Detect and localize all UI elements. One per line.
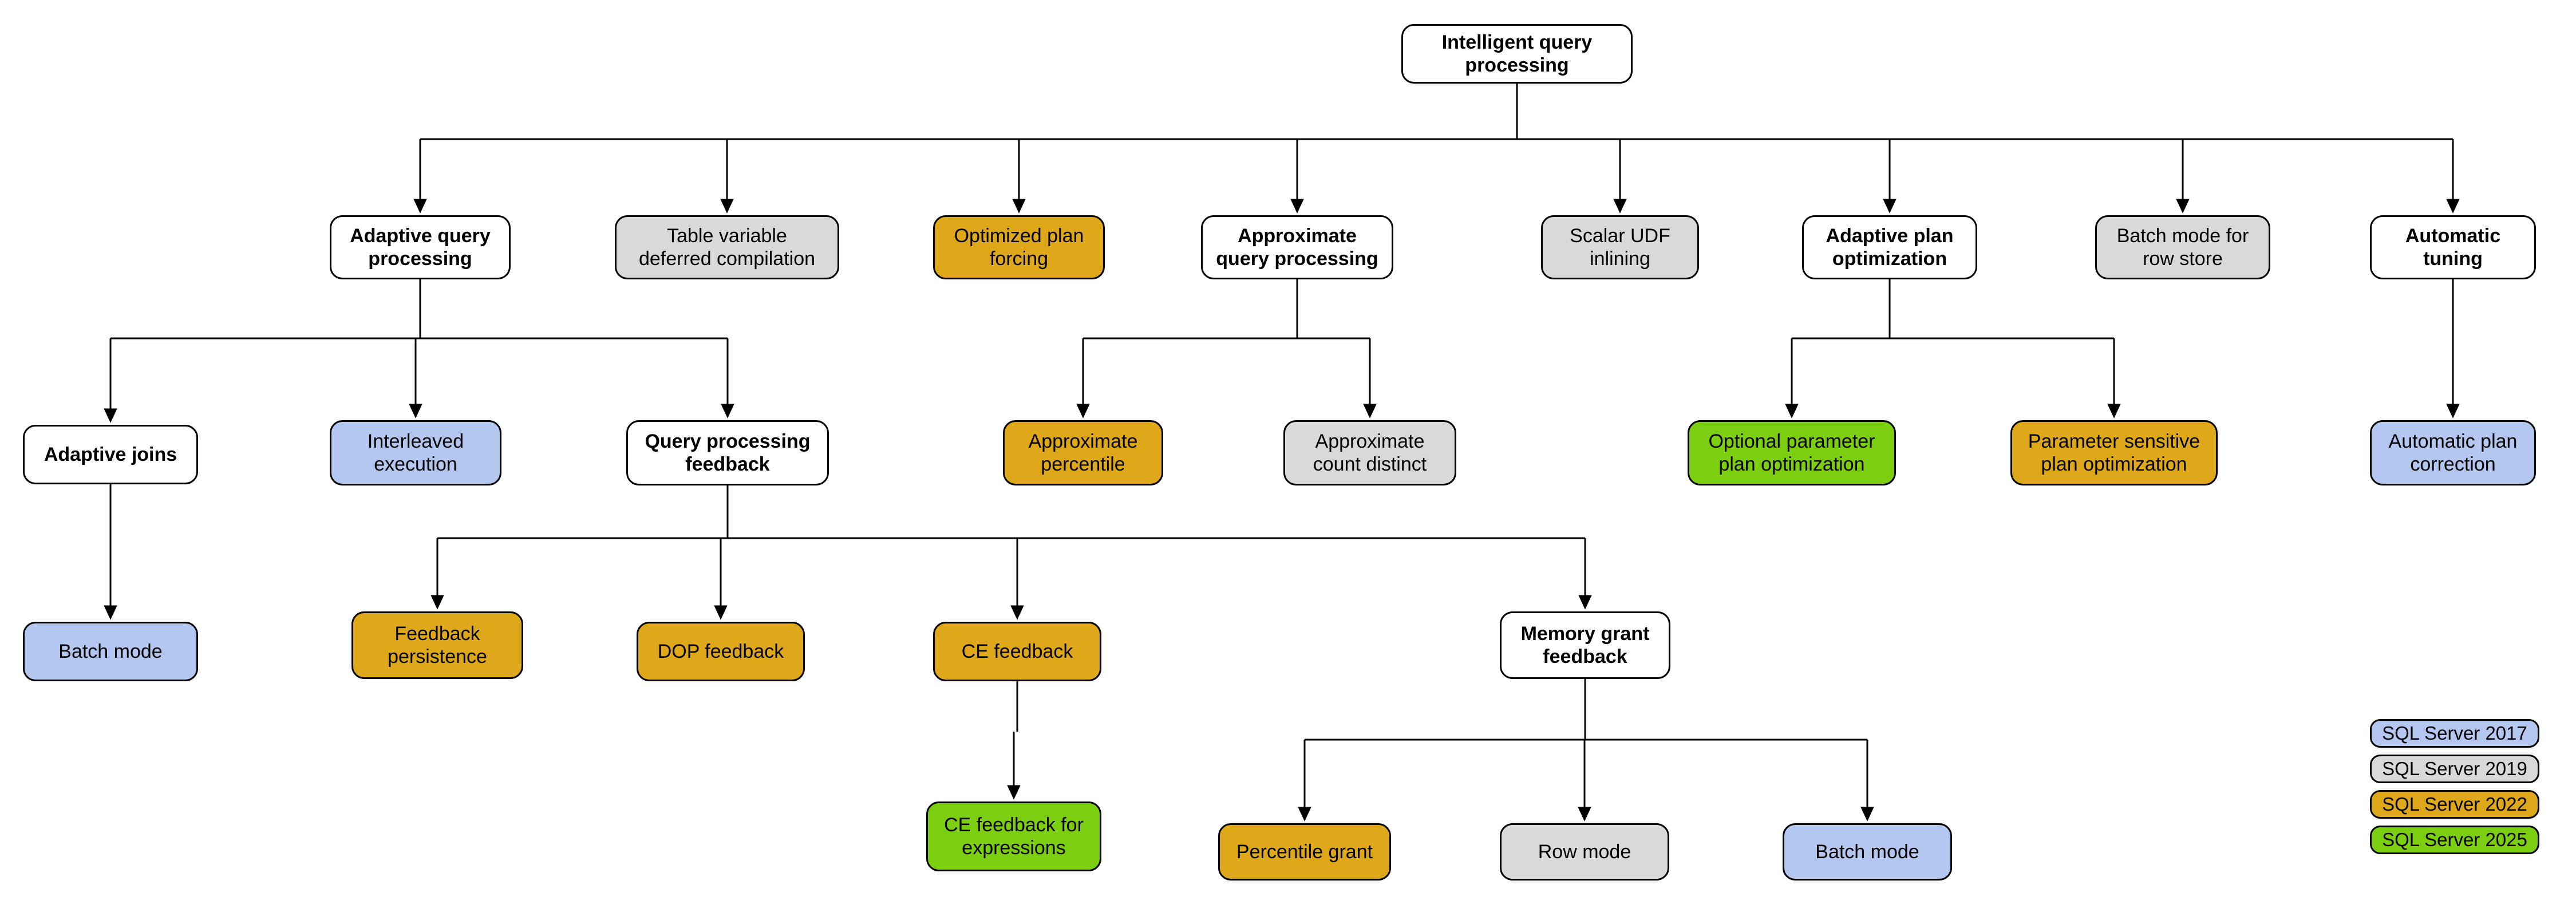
node-bmode1[interactable]: Batch mode <box>23 622 198 681</box>
node-ilex[interactable]: Interleaved execution <box>330 420 501 485</box>
node-apo[interactable]: Adaptive plan optimization <box>1802 215 1977 279</box>
node-cefbe[interactable]: CE feedback for expressions <box>926 802 1101 871</box>
node-apq[interactable]: Approximate query processing <box>1201 215 1393 279</box>
node-rmode[interactable]: Row mode <box>1500 823 1669 881</box>
node-autot[interactable]: Automatic tuning <box>2370 215 2536 279</box>
legend-item-sql-server-2022: SQL Server 2022 <box>2370 790 2539 819</box>
node-opf[interactable]: Optimized plan forcing <box>933 215 1105 279</box>
node-apc[interactable]: Automatic plan correction <box>2370 420 2536 485</box>
node-pgrant[interactable]: Percentile grant <box>1218 823 1391 881</box>
node-pspo[interactable]: Parameter sensitive plan optimization <box>2010 420 2218 485</box>
node-fpers[interactable]: Feedback persistence <box>351 611 523 679</box>
node-bmode2[interactable]: Batch mode <box>1783 823 1952 881</box>
node-aqp[interactable]: Adaptive query processing <box>330 215 511 279</box>
node-tvdc[interactable]: Table variable deferred compilation <box>615 215 839 279</box>
node-ajoin[interactable]: Adaptive joins <box>23 425 198 484</box>
legend-item-sql-server-2025: SQL Server 2025 <box>2370 826 2539 854</box>
legend-item-sql-server-2019: SQL Server 2019 <box>2370 755 2539 783</box>
node-acd[interactable]: Approximate count distinct <box>1283 420 1456 485</box>
legend-item-sql-server-2017: SQL Server 2017 <box>2370 719 2539 748</box>
node-qpf[interactable]: Query processing feedback <box>626 420 829 485</box>
node-bmrs[interactable]: Batch mode for row store <box>2095 215 2270 279</box>
node-dopfb[interactable]: DOP feedback <box>637 622 805 681</box>
node-root[interactable]: Intelligent query processing <box>1401 24 1633 84</box>
node-cefb[interactable]: CE feedback <box>933 622 1101 681</box>
node-oppo[interactable]: Optional parameter plan optimization <box>1688 420 1896 485</box>
node-sudf[interactable]: Scalar UDF inlining <box>1541 215 1699 279</box>
node-aperc[interactable]: Approximate percentile <box>1003 420 1163 485</box>
node-mgf[interactable]: Memory grant feedback <box>1500 611 1670 679</box>
